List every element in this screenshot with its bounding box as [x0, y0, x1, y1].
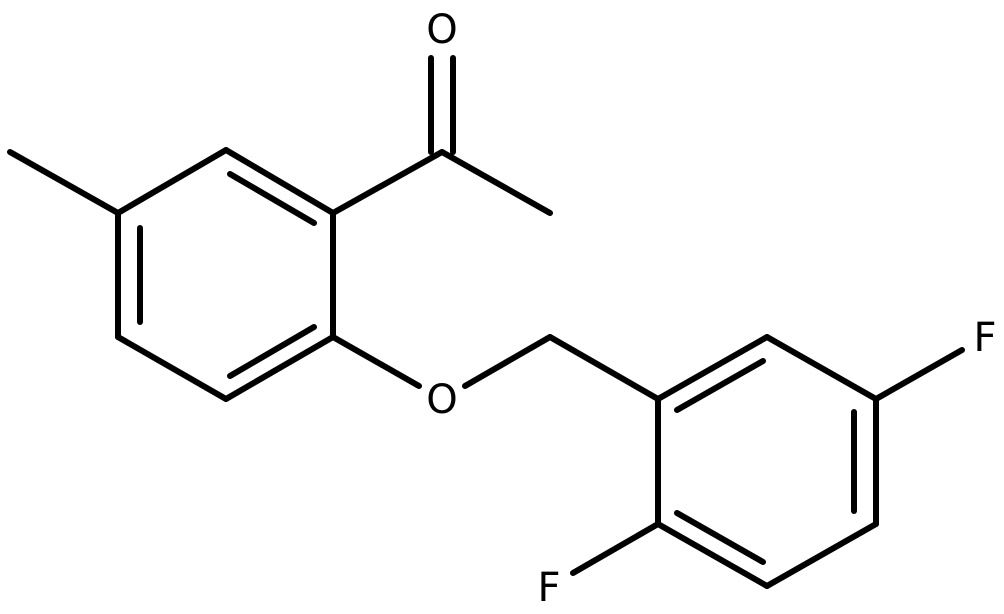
bond-ring2-e-inner — [674, 510, 766, 565]
fluorine-bottom-label: F — [537, 565, 560, 611]
bond-ring2-to-f-right — [873, 347, 965, 402]
bond-ring2-e — [655, 521, 770, 589]
bond-ring1-a — [115, 147, 229, 216]
ether-oxygen-label: O — [426, 377, 457, 423]
fluorine-right-label: F — [973, 315, 996, 361]
bond-ring1-d-inner — [227, 324, 317, 379]
bond-ring2-a — [655, 334, 770, 402]
bond-ring1-d — [223, 334, 336, 402]
bond-ch2-to-ring2 — [547, 334, 661, 402]
bond-ring-to-carbonyl — [330, 149, 445, 216]
bond-ring2-to-f-bottom — [570, 521, 661, 576]
bond-ring-to-ether-o — [330, 334, 422, 389]
bond-ring2-b — [764, 334, 879, 402]
bond-ring1-e — [115, 334, 229, 402]
carbonyl-oxygen-label: O — [426, 7, 457, 53]
bond-ring1-b — [223, 147, 336, 216]
bond-ring1-b-inner — [227, 171, 317, 226]
bond-carbonyl-methyl — [439, 149, 553, 216]
bond-methyl-left — [7, 149, 121, 216]
bond-ether-o-to-ch2 — [462, 334, 553, 389]
bond-ring2-a-inner — [674, 358, 766, 413]
bond-ring2-d — [764, 521, 879, 589]
